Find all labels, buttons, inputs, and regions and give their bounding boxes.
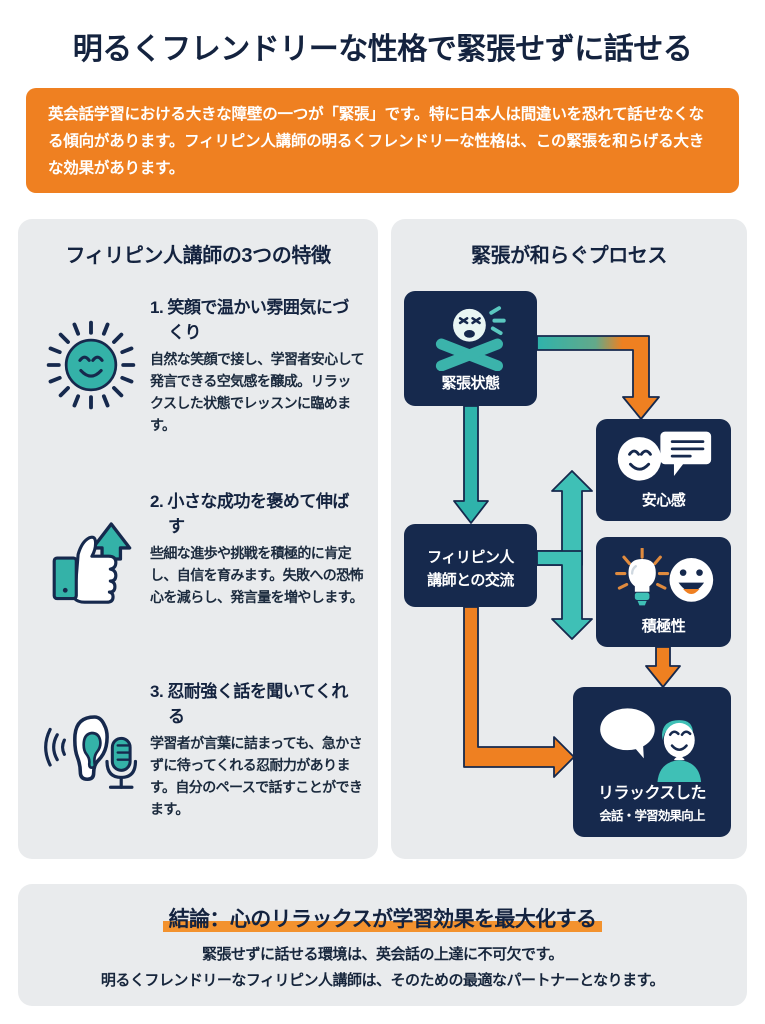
connector-exchange-to-result — [463, 606, 575, 778]
feature-body: 1. 笑顔で温かい雰囲気にづくり 自然な笑顔で接し、学習者安心して発言できる空気… — [150, 295, 368, 436]
feature-item: 2. 小さな成功を褒めて伸ばす 些細な進歩や挑戦を積極的に肯定し、自信を育みます… — [32, 489, 368, 608]
flow-node-label: リラックスした — [597, 785, 707, 802]
feature-body: 2. 小さな成功を褒めて伸ばす 些細な進歩や挑戦を積極的に肯定し、自信を育みます… — [150, 489, 368, 608]
feature-description: 学習者が言葉に詰まっても、急かさずに待ってくれる忍耐力があります。自分のペースで… — [150, 735, 363, 817]
stressed-face-crossed-arms-icon — [404, 301, 537, 373]
connector-proactive-to-result — [645, 646, 681, 688]
feature-heading-text: 忍耐強く話を聞いてくれる — [167, 682, 348, 726]
flow-node-label: 緊張状態 — [441, 375, 500, 392]
lightbulb-happy-face-icon — [596, 547, 731, 611]
feature-body: 3. 忍耐強く話を聞いてくれる 学習者が言葉に詰まっても、急かさずに待ってくれる… — [150, 679, 368, 820]
feature-description: 自然な笑顔で接し、学習者安心して発言できる空気感を醸成。リラックスした状態でレッ… — [150, 351, 365, 433]
feature-heading: 3. 忍耐強く話を聞いてくれる — [150, 679, 364, 729]
feature-number: 1. — [150, 298, 164, 317]
conclusion-panel: 結論：心のリラックスが学習効果を最大化する 緊張せずに話せる環境は、英会話の上達… — [18, 884, 747, 1006]
intro-callout-box: 英会話学習における大きな障壁の一つが「緊張」です。特に日本人は間違いを恐れて話せ… — [26, 88, 739, 193]
feature-description: 些細な進歩や挑戦を積極的に肯定し、自信を育みます。失敗への恐怖心を減らし、発言量… — [150, 545, 364, 605]
flow-node-sublabel: 会話・学習効果向上 — [599, 809, 705, 823]
conclusion-highlight-bar — [162, 921, 603, 932]
conclusion-line-1: 緊張せずに話せる環境は、英会話の上達に不可欠です。 — [201, 946, 564, 963]
process-flow-diagram: 緊張状態 フィリピン人 講師との交流 — [391, 219, 747, 859]
feature-item: 1. 笑顔で温かい雰囲気にづくり 自然な笑顔で接し、学習者安心して発言できる空気… — [32, 295, 368, 436]
feature-heading-text: 笑顔で温かい雰囲気にづくり — [167, 298, 349, 342]
features-panel-title: フィリピン人講師の3つの特徴 — [65, 245, 331, 267]
person-speech-bubble-icon — [573, 701, 731, 783]
flow-node-label: フィリピン人 — [427, 549, 514, 566]
flow-node-label: 積極性 — [641, 618, 686, 635]
page-title: 明るくフレンドリーな性格で緊張せずに話せる — [72, 33, 693, 66]
smiling-sun-icon — [32, 295, 150, 411]
smiling-face-speech-bubble-icon — [596, 427, 731, 487]
flow-node-exchange[interactable]: フィリピン人 講師との交流 — [404, 524, 537, 607]
process-panel: 緊張が和らぐプロセス — [391, 219, 747, 859]
feature-heading: 1. 笑顔で温かい雰囲気にづくり — [150, 295, 364, 345]
flow-node-label-line2: 講師との交流 — [427, 572, 514, 589]
flow-node-tension[interactable]: 緊張状態 — [404, 291, 537, 406]
conclusion-title-wrap: 結論：心のリラックスが学習効果を最大化する — [162, 903, 603, 933]
flow-node-relief[interactable]: 安心感 — [596, 419, 731, 521]
flow-node-result[interactable]: リラックスした 会話・学習効果向上 — [573, 687, 731, 837]
features-panel: フィリピン人講師の3つの特徴 — [18, 219, 378, 859]
feature-number: 3. — [150, 682, 164, 701]
connector-exchange-to-proactive — [536, 550, 593, 640]
flow-connectors — [453, 335, 681, 778]
feature-heading: 2. 小さな成功を褒めて伸ばす — [150, 489, 364, 539]
flow-node-proactive[interactable]: 積極性 — [596, 537, 731, 647]
ear-microphone-icon — [32, 679, 150, 795]
flow-node-label: 安心感 — [641, 492, 686, 509]
feature-item: 3. 忍耐強く話を聞いてくれる 学習者が言葉に詰まっても、急かさずに待ってくれる… — [32, 679, 368, 820]
conclusion-line-2: 明るくフレンドリーなフィリピン人講師は、そのための最適なパートナーとなります。 — [100, 972, 665, 989]
conclusion-title: 結論：心のリラックスが学習効果を最大化する — [168, 908, 597, 931]
connector-tension-to-exchange — [453, 405, 489, 524]
intro-text: 英会話学習における大きな障壁の一つが「緊張」です。特に日本人は間違いを恐れて話せ… — [48, 106, 705, 177]
feature-number: 2. — [150, 492, 164, 511]
thumbs-up-arrow-icon — [32, 489, 150, 605]
connector-tension-to-relief — [536, 335, 660, 420]
feature-heading-text: 小さな成功を褒めて伸ばす — [167, 492, 349, 536]
process-panel-title: 緊張が和らぐプロセス — [471, 245, 667, 267]
